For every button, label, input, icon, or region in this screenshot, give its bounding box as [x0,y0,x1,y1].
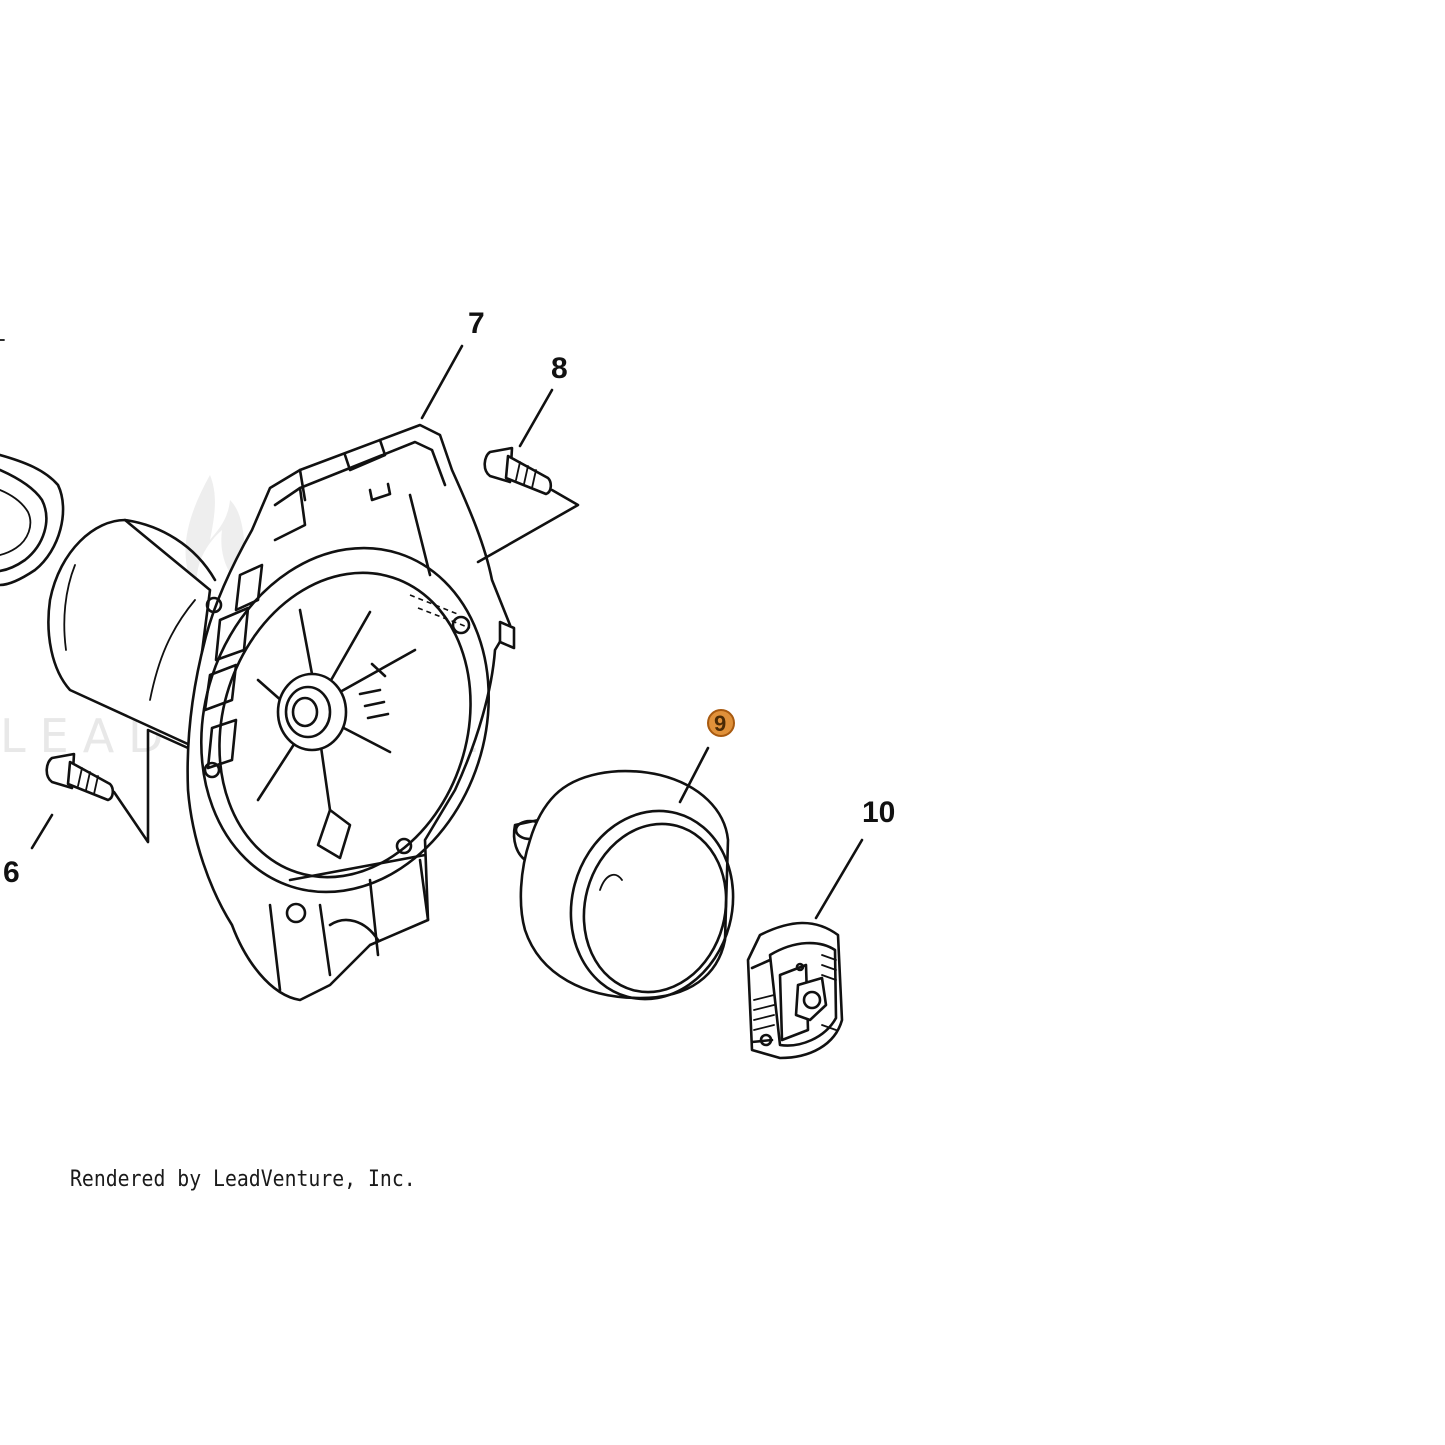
leader-9 [678,746,710,804]
leader-6 [30,813,54,850]
callout-9[interactable]: 9 [714,711,726,736]
callout-10[interactable]: 10 [862,796,895,829]
gasket-ring-partial [0,453,65,587]
hub-outer [276,672,348,752]
callout-7[interactable]: 7 [468,307,485,340]
leader-7 [420,344,464,420]
render-credit: Rendered by LeadVenture, Inc. [70,1167,416,1192]
bolt-6 [45,728,190,844]
callout-6[interactable]: 6 [3,856,20,889]
clutch-shoe-assembly [746,921,844,1060]
callout-8[interactable]: 8 [551,352,568,385]
leader-8 [518,388,554,448]
callout-9-highlight[interactable] [707,709,735,737]
leader-10 [814,838,864,920]
fan-housing [47,423,516,1002]
bolt-8 [476,446,580,564]
leader-lines [30,344,864,920]
clutch-drum [512,769,735,1001]
